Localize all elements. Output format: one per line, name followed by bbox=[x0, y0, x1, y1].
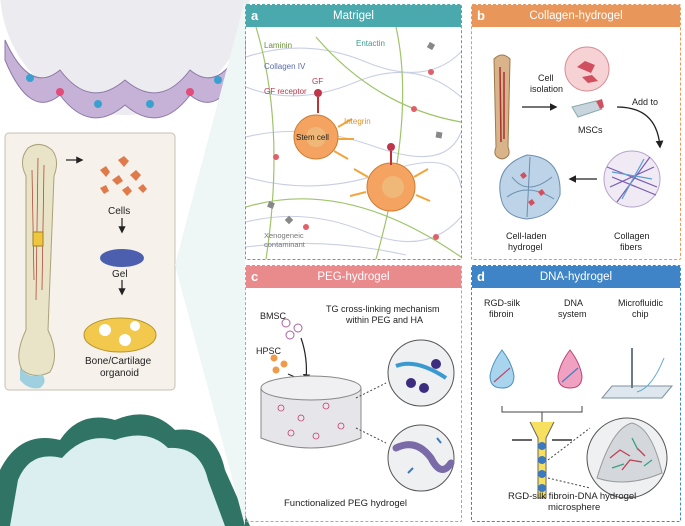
stem-cell-icon bbox=[366, 162, 416, 212]
panel-b-title: Collagen-hydrogel bbox=[529, 10, 623, 22]
panel-c-header: c PEG-hydrogel bbox=[246, 266, 461, 288]
microfluidic-label-line2: chip bbox=[632, 309, 649, 319]
gel-label: Gel bbox=[112, 269, 128, 280]
microfluidic-channel-icon bbox=[512, 421, 572, 499]
bone-icon bbox=[18, 144, 58, 389]
intestinal-organoid-top bbox=[0, 0, 250, 119]
panel-d-title: DNA-hydrogel bbox=[539, 271, 613, 283]
panel-b-header: b Collagen-hydrogel bbox=[472, 5, 680, 27]
rgd-silk-label-line2: fibroin bbox=[489, 309, 514, 319]
panel-c-letter: c bbox=[251, 269, 259, 284]
panel-d-header: d DNA-hydrogel bbox=[472, 266, 680, 288]
microfluidic-label-line1: Microfluidic bbox=[618, 298, 664, 308]
bmsc-icon bbox=[281, 318, 303, 340]
mscs-label: MSCs bbox=[578, 125, 603, 135]
petri-dish-icon bbox=[83, 317, 157, 353]
dna-system-label-line2: system bbox=[558, 309, 587, 319]
integrin-icon bbox=[333, 118, 431, 202]
panel-d-caption-line2: microsphere bbox=[548, 502, 601, 513]
panel-a-letter: a bbox=[251, 8, 259, 23]
cell-isolation-line1: Cell bbox=[538, 73, 554, 83]
laminin-label: Laminin bbox=[264, 41, 293, 50]
rgd-silk-fibroin-drop-icon bbox=[489, 349, 515, 389]
gf-label: GF bbox=[312, 77, 324, 86]
crosslink-zoom-icon bbox=[387, 339, 455, 407]
collagen-fibers-label-line1: Collagen bbox=[614, 231, 650, 241]
cells-icon bbox=[100, 156, 147, 196]
tg-mechanism-line2: within PEG and HA bbox=[346, 315, 424, 325]
femur-icon bbox=[493, 54, 511, 160]
arrow-icon bbox=[616, 106, 664, 149]
dna-illustration bbox=[489, 348, 674, 499]
panel-c-caption: Functionalized PEG hydrogel bbox=[284, 498, 408, 509]
cell-laden-label-line2: hydrogel bbox=[508, 242, 543, 252]
rgd-silk-label-line1: RGD-silk bbox=[484, 298, 520, 308]
arrow-icon bbox=[300, 337, 311, 382]
xenogeneic-label-line1: Xenogeneic bbox=[264, 231, 304, 240]
stem-cell-icon bbox=[293, 114, 339, 160]
organoid-bottom bbox=[0, 414, 250, 526]
dna-system-label-line1: DNA bbox=[564, 298, 584, 308]
collagen-fibers-icon bbox=[603, 150, 661, 208]
panel-peg-hydrogel: c PEG-hydrogel bbox=[245, 265, 462, 522]
connector-wedge bbox=[175, 0, 245, 526]
panel-c-title: PEG-hydrogel bbox=[317, 271, 390, 283]
panel-a-title: Matrigel bbox=[333, 10, 374, 22]
collagen-fibers-label-line2: fibers bbox=[620, 242, 643, 252]
matrigel-illustration bbox=[246, 27, 461, 259]
hydrogel-microsphere-zoom-icon bbox=[586, 417, 668, 499]
add-to-label: Add to bbox=[632, 97, 659, 107]
tg-mechanism-line1: TG cross-linking mechanism bbox=[326, 304, 440, 314]
organoid-label-line1: Bone/Cartilage bbox=[85, 356, 152, 367]
stem-cell-label: Stem cell bbox=[296, 133, 329, 142]
cell-laden-label-line1: Cell-laden bbox=[506, 231, 547, 241]
entactin-label: Entactin bbox=[356, 39, 385, 48]
collagen-illustration bbox=[493, 46, 664, 220]
panel-d-caption-line1: RGD-silk fibroin-DNA hydrogel bbox=[508, 491, 637, 502]
peg-illustration bbox=[260, 318, 455, 492]
collagen-iv-label: Collagen IV bbox=[264, 62, 306, 71]
peg-chain-zoom-icon bbox=[387, 424, 455, 492]
organoid-label-line2: organoid bbox=[100, 368, 139, 379]
cell-laden-hydrogel-icon bbox=[499, 154, 561, 220]
panel-collagen-hydrogel: b Collagen-hydrogel bbox=[471, 4, 681, 260]
cells-label: Cells bbox=[108, 206, 131, 217]
msc-culture-icon bbox=[564, 46, 610, 118]
panel-a-header: a Matrigel bbox=[246, 5, 461, 27]
microfluidic-chip-icon bbox=[600, 348, 674, 399]
bmsc-label: BMSC bbox=[260, 311, 287, 321]
panel-dna-hydrogel: d DNA-hydrogel bbox=[471, 265, 681, 522]
gf-receptor-label: GF receptor bbox=[264, 87, 307, 96]
left-illustrations bbox=[0, 0, 250, 526]
peg-hydrogel-cylinder-icon bbox=[260, 375, 362, 449]
xenogeneic-contaminant-icon bbox=[267, 41, 443, 225]
dna-system-drop-icon bbox=[557, 349, 583, 389]
hpsc-icon bbox=[270, 354, 288, 374]
panel-matrigel: a Matrigel bbox=[245, 4, 462, 260]
panel-b-letter: b bbox=[477, 8, 485, 23]
integrin-label: Integrin bbox=[344, 117, 371, 126]
gf-icon bbox=[314, 89, 322, 97]
hpsc-label: HPSC bbox=[256, 346, 282, 356]
xenogeneic-label-line2: contaminant bbox=[264, 240, 305, 249]
panel-d-letter: d bbox=[477, 269, 485, 284]
gel-icon bbox=[100, 249, 144, 267]
cell-isolation-line2: isolation bbox=[530, 84, 564, 94]
